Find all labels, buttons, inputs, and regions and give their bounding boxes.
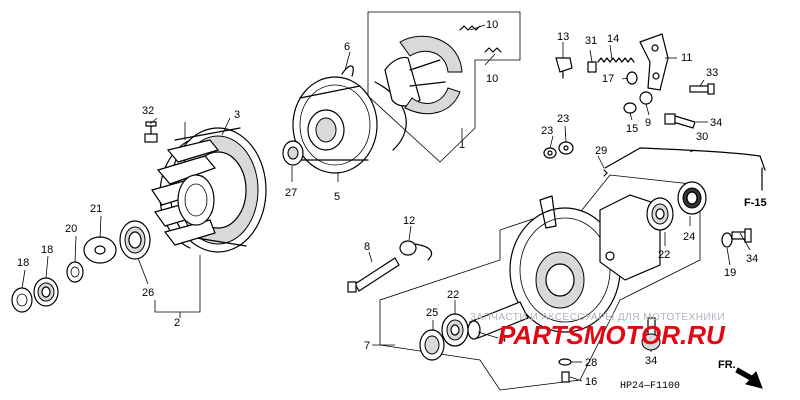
- bolt-33: [689, 83, 715, 95]
- callout-30: 30: [696, 131, 708, 143]
- washer-28: [558, 358, 572, 366]
- leader-lines: [21, 24, 751, 382]
- callout-24: 24: [683, 231, 695, 243]
- bearing-22a: [441, 313, 469, 347]
- drawing-code: HP24—F1100: [620, 381, 680, 392]
- callout-29: 29: [595, 145, 607, 157]
- seal-25: [419, 329, 445, 361]
- callout-12: 12: [403, 215, 415, 227]
- part-callouts: 1 2 3 4 5 6 7 8 9 10 10 11 12 13 14 15 1…: [17, 19, 758, 388]
- pin-31: [587, 61, 597, 73]
- cam-13: [555, 57, 573, 79]
- bolt-16: [561, 371, 570, 383]
- callout-2: 2: [174, 317, 180, 329]
- washer-17: [626, 71, 638, 85]
- callout-20: 20: [65, 223, 77, 235]
- callout-18a: 18: [17, 257, 29, 269]
- callout-10a: 10: [486, 19, 498, 31]
- brake-back-plate: [379, 174, 701, 391]
- washer-23b: [558, 141, 574, 155]
- bolt-34b: [731, 228, 752, 243]
- arrow-icon: [735, 367, 763, 389]
- seal-27: [282, 140, 304, 166]
- bearing-22b: [646, 197, 674, 231]
- spring-12: [399, 240, 433, 261]
- brake-shoe-group-frame: [367, 11, 521, 163]
- callout-7: 7: [364, 340, 370, 352]
- watermark-top-text: ЗАПЧАСТИ И АКСЕССУАРЫ ДЛЯ МОТОТЕХНИКИ: [470, 312, 725, 323]
- brake-shoes: [384, 35, 463, 115]
- callout-34b: 34: [746, 253, 758, 265]
- spring-6: [341, 65, 354, 77]
- callout-14: 14: [607, 33, 619, 45]
- callout-31: 31: [585, 35, 597, 47]
- callout-3: 3: [234, 109, 240, 121]
- spring-14: [597, 57, 635, 63]
- bearing-18b: [33, 277, 59, 307]
- seal-26: [119, 220, 151, 260]
- axle-sleeve-4: [467, 301, 529, 340]
- callout-5: 5: [334, 191, 340, 203]
- collar-9: [639, 91, 653, 105]
- callout-4: 4: [500, 333, 506, 345]
- callout-19: 19: [724, 267, 736, 279]
- callout-23b: 23: [557, 113, 569, 125]
- callout-23a: 23: [541, 125, 553, 137]
- washer-23a: [543, 147, 557, 159]
- washer-21: [83, 236, 117, 264]
- callout-15: 15: [626, 123, 638, 135]
- brake-drum: [292, 76, 378, 174]
- washer-15: [623, 102, 637, 114]
- spacer-20: [66, 261, 84, 283]
- spring-10b: [484, 47, 502, 53]
- callout-28: 28: [585, 357, 597, 369]
- clip-29: [603, 169, 608, 177]
- callout-27: 27: [285, 187, 297, 199]
- callout-26: 26: [142, 287, 154, 299]
- callout-10b: 10: [486, 73, 498, 85]
- callout-17: 17: [602, 73, 614, 85]
- ring-19: [721, 232, 733, 248]
- cam-lever-11: [639, 33, 669, 91]
- brake-cable-30: [604, 147, 766, 191]
- callout-22a: 22: [447, 289, 459, 301]
- callout-21: 21: [90, 203, 102, 215]
- callout-18b: 18: [41, 244, 53, 256]
- callout-8: 8: [364, 241, 370, 253]
- bolt-32: [144, 121, 158, 143]
- front-direction-indicator: FR.: [718, 359, 763, 389]
- watermark-logo-text: PARTSMOTOR.RU: [498, 320, 726, 350]
- cam-shaft-8: [347, 257, 400, 293]
- callout-34c: 34: [645, 355, 657, 367]
- oil-seal-18a: [11, 287, 33, 313]
- callout-32: 32: [142, 105, 154, 117]
- callout-6: 6: [344, 41, 350, 53]
- callout-16: 16: [585, 376, 597, 388]
- callout-9: 9: [645, 117, 651, 129]
- callout-22b: 22: [658, 249, 670, 261]
- callout-1: 1: [459, 139, 465, 151]
- bolt-34a: [664, 113, 696, 129]
- callout-11: 11: [681, 52, 692, 64]
- callout-33: 33: [706, 67, 718, 79]
- seal-24: [677, 181, 707, 215]
- reference-label: F-15: [744, 197, 767, 209]
- bolt-34c: [641, 317, 661, 351]
- brake-drum-cover: [151, 127, 267, 253]
- retaining-ring: [374, 81, 407, 151]
- spring-10a: [459, 25, 481, 31]
- watermark: ЗАПЧАСТИ И АКСЕССУАРЫ ДЛЯ МОТОТЕХНИКИ PA…: [470, 312, 726, 350]
- direction-label: FR.: [718, 359, 736, 371]
- callout-25: 25: [426, 307, 438, 319]
- callout-13: 13: [557, 31, 569, 43]
- callout-34a: 34: [710, 117, 722, 129]
